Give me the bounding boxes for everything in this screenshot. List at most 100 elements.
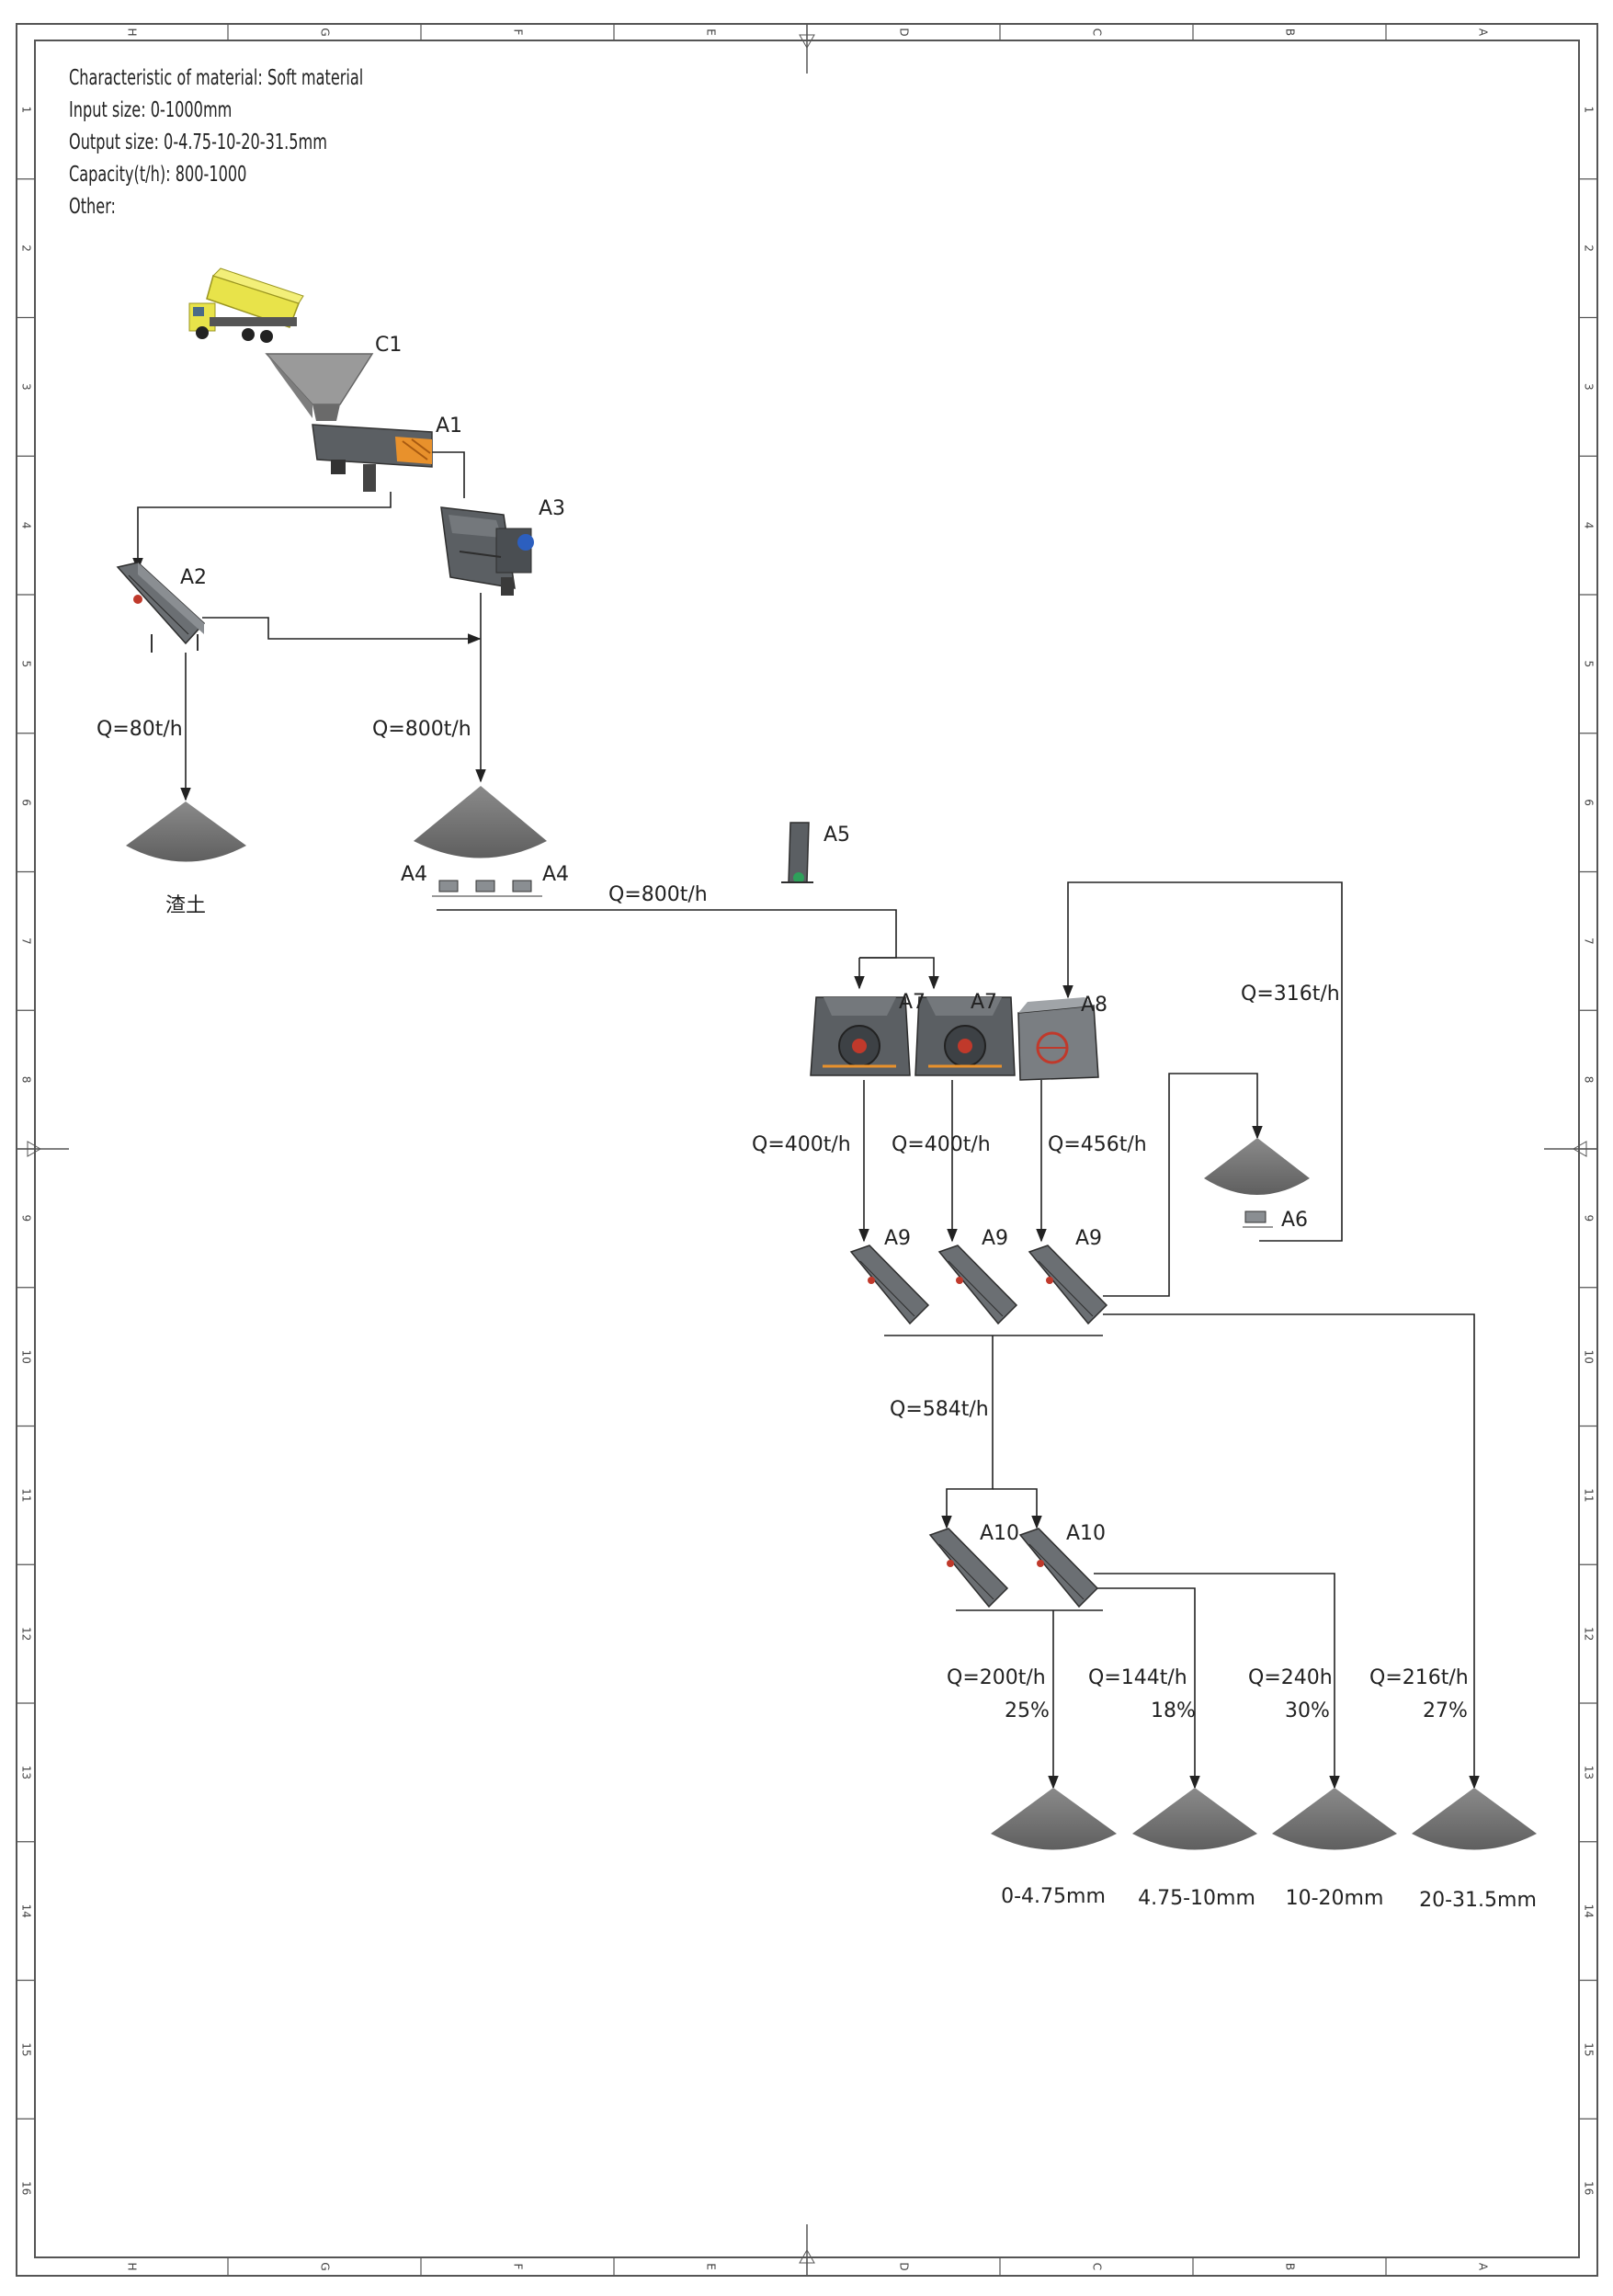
frame-row-label-left: 7	[20, 938, 33, 945]
a2-bypass-line	[202, 617, 482, 644]
frame-column-label-bottom: A	[1477, 2263, 1490, 2271]
a9-to-fine-line	[941, 1336, 994, 1529]
product-pile-1	[991, 1788, 1117, 1850]
note-output-size: Output size: 0-4.75-10-20-31.5mm	[69, 131, 327, 154]
label-a4-left: A4	[401, 863, 427, 886]
hopper-icon	[265, 353, 374, 421]
product-pile-2	[1132, 1788, 1257, 1850]
impact-crusher-a8-icon	[1017, 997, 1099, 1081]
underpile-feeders-icon	[432, 880, 542, 897]
flow-a7-right: Q=400t/h	[892, 1133, 991, 1156]
label-a3: A3	[539, 497, 565, 520]
label-c1: C1	[375, 334, 402, 357]
frame-column-label-bottom: C	[1091, 2263, 1104, 2270]
flow-to-fine-screens: Q=584t/h	[890, 1398, 989, 1421]
product-label-1: 0-4.75mm	[1001, 1885, 1106, 1908]
frame-row-label-right: 3	[1583, 383, 1596, 391]
feeder-a5-icon	[781, 822, 813, 883]
product-flow-3: Q=240h	[1248, 1666, 1333, 1689]
frame-row-label-left: 16	[20, 2181, 33, 2195]
label-a9-3: A9	[1075, 1227, 1102, 1250]
frame-row-label-left: 1	[20, 107, 33, 114]
frame-row-label-left: 13	[20, 1766, 33, 1779]
screen-a2-icon	[116, 562, 206, 653]
product-percent-2: 18%	[1151, 1699, 1196, 1722]
screens-a10-icon	[928, 1528, 1099, 1608]
frame-column-label-top: B	[1284, 28, 1297, 36]
product-pile-3	[1272, 1788, 1397, 1850]
label-a8: A8	[1081, 994, 1108, 1017]
frame-column-label-bottom: E	[705, 2263, 718, 2270]
screens-a9-icon	[849, 1245, 1108, 1325]
frame-row-label-left: 8	[20, 1076, 33, 1084]
a1-to-a3-line	[432, 451, 465, 498]
product-flow-1: Q=200t/h	[947, 1666, 1046, 1689]
note-capacity: Capacity(t/h): 800-1000	[69, 163, 247, 187]
frame-row-label-right: 15	[1583, 2042, 1596, 2056]
product-percent-1: 25%	[1005, 1699, 1050, 1722]
a10-mid-line	[1094, 1587, 1200, 1790]
frame-row-label-right: 14	[1583, 1904, 1596, 1917]
note-characteristic: Characteristic of material: Soft materia…	[69, 66, 364, 90]
frame-row-label-right: 6	[1583, 799, 1596, 806]
frame-row-label-right: 2	[1583, 244, 1596, 252]
product-percent-4: 27%	[1423, 1699, 1468, 1722]
frame-row-label-left: 5	[20, 661, 33, 668]
equipment-labels: C1 A1 A2 A3 A4 A4 A5 A7 A7 A8 A9 A9 A9 A…	[180, 334, 1308, 1545]
frame-column-label-bottom: B	[1284, 2263, 1297, 2270]
frame-row-label-right: 16	[1583, 2181, 1596, 2195]
label-a9-2: A9	[982, 1227, 1008, 1250]
flow-to-crushers: Q=800t/h	[608, 883, 708, 906]
frame-row-label-left: 9	[20, 1215, 33, 1222]
a1-to-a2-line	[132, 492, 392, 572]
frame-column-label-top: C	[1091, 28, 1104, 36]
frame-row-label-left: 12	[20, 1627, 33, 1641]
waste-pile	[126, 801, 246, 862]
frame-row-label-right: 12	[1583, 1627, 1596, 1641]
flow-a7-left: Q=400t/h	[752, 1133, 851, 1156]
frame-row-label-left: 6	[20, 799, 33, 806]
dump-truck-icon	[188, 267, 304, 343]
waste-pile-label: 渣土	[165, 894, 206, 917]
feeder-to-crushers-line	[437, 909, 897, 959]
label-a7-right: A7	[971, 991, 997, 1014]
impact-crusher-right-icon	[914, 996, 1016, 1076]
label-a5: A5	[824, 824, 850, 847]
flow-labels: Q=80t/h Q=800t/h Q=800t/h Q=400t/h Q=400…	[97, 718, 1469, 1722]
feeder-a6-icon	[1243, 1211, 1273, 1228]
frame-row-label-left: 14	[20, 1904, 33, 1917]
frame-row-label-right: 10	[1583, 1349, 1596, 1363]
frame-row-label-left: 2	[20, 244, 33, 252]
label-a4-right: A4	[542, 863, 569, 886]
product-label-4: 20-31.5mm	[1419, 1889, 1537, 1912]
frame-row-label-right: 11	[1583, 1488, 1596, 1502]
frame-row-label-right: 8	[1583, 1076, 1596, 1084]
label-a9-1: A9	[884, 1227, 911, 1250]
frame-column-label-bottom: F	[512, 2264, 525, 2270]
impact-crusher-left-icon	[810, 996, 911, 1076]
flow-recycle: Q=316t/h	[1241, 983, 1340, 1006]
frame-row-label-right: 9	[1583, 1215, 1596, 1222]
frame-row-label-right: 13	[1583, 1766, 1596, 1779]
frame-column-label-bottom: G	[319, 2262, 332, 2270]
frame-row-label-right: 1	[1583, 107, 1596, 114]
frame-column-label-top: H	[126, 28, 139, 36]
a9-to-fine-line-b	[993, 1488, 1042, 1529]
frame-row-label-right: 4	[1583, 522, 1596, 529]
material-notes: Characteristic of material: Soft materia…	[69, 63, 363, 223]
frame-column-label-bottom: D	[898, 2262, 911, 2270]
a10-coarse-line	[1094, 1573, 1340, 1790]
product-label-3: 10-20mm	[1286, 1887, 1384, 1910]
vibrating-feeder-icon	[312, 424, 433, 492]
label-a10-2: A10	[1066, 1522, 1106, 1545]
frame-row-label-left: 11	[20, 1488, 33, 1502]
a9-coarse-to-product-line	[1103, 1313, 1480, 1790]
product-label-2: 4.75-10mm	[1138, 1887, 1255, 1910]
product-pile-4	[1412, 1788, 1537, 1850]
primary-stockpile	[414, 786, 547, 858]
frame-column-label-top: E	[705, 28, 718, 36]
label-a10-1: A10	[980, 1522, 1019, 1545]
